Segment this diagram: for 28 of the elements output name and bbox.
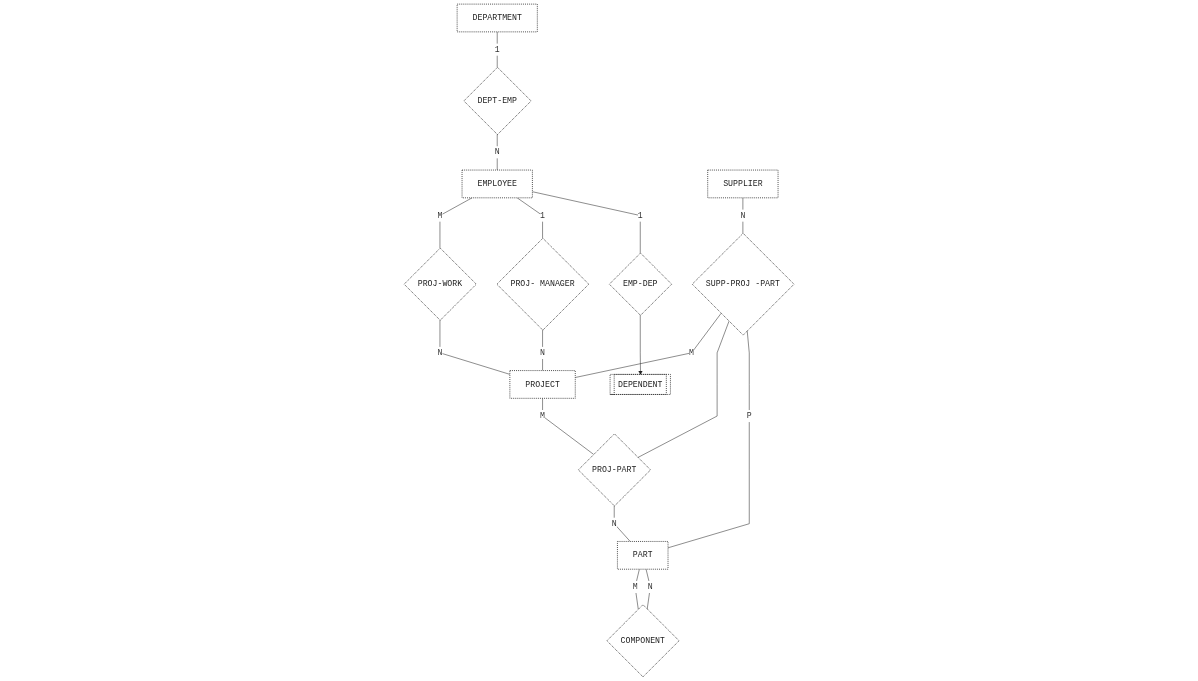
node-box [616, 541, 669, 570]
edge-label: N [437, 348, 443, 358]
node-diamond [606, 604, 680, 678]
edge-label: M [437, 210, 443, 221]
node-diamond [403, 247, 477, 321]
node-box [461, 169, 533, 199]
edge-label: N [494, 147, 500, 157]
edge-label: M [540, 411, 545, 421]
node-diamond [691, 232, 795, 336]
edge-label: M [632, 582, 638, 592]
edge-label: N [540, 348, 545, 358]
edge-label: 1 [637, 210, 643, 221]
edge-label: 1 [494, 44, 500, 55]
edge-label: N [611, 519, 617, 529]
edge-label: N [740, 210, 746, 221]
edge-label: N [647, 582, 653, 592]
edge-label: 1 [540, 210, 545, 221]
node-diamond [496, 237, 590, 331]
node-box [707, 169, 779, 199]
node-diamond [463, 66, 532, 135]
edge-label: P [746, 411, 752, 421]
connector [613, 505, 631, 542]
connector [542, 398, 594, 455]
edge-label: M [689, 348, 694, 358]
node-diamond [608, 252, 672, 316]
node-box [456, 3, 538, 33]
node-diamond [577, 433, 651, 507]
node-box [509, 370, 576, 399]
